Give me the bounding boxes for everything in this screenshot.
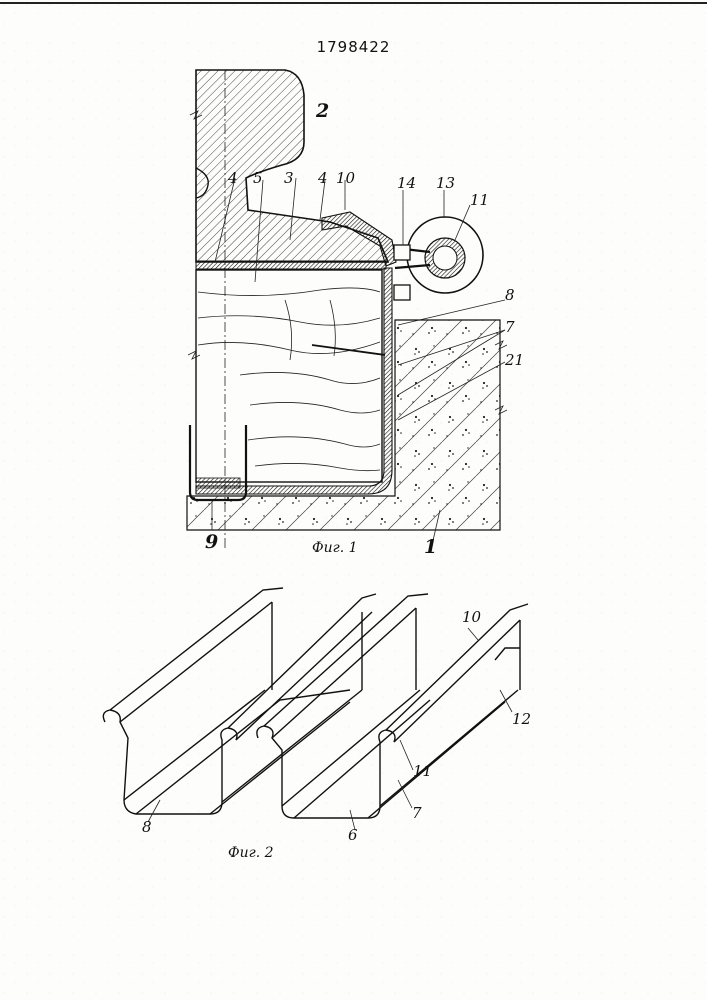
fig2-label-12: 12 xyxy=(512,710,531,728)
label-11: 11 xyxy=(470,191,489,209)
insert-lower xyxy=(394,285,410,300)
label-4-left: 4 xyxy=(227,169,238,187)
label-8: 8 xyxy=(505,286,515,304)
label-7: 7 xyxy=(505,318,515,336)
fig2-label-8: 8 xyxy=(142,818,152,836)
label-5: 5 xyxy=(253,169,263,187)
label-14: 14 xyxy=(397,174,416,192)
tube-core xyxy=(433,246,457,270)
figure-1-caption: Фиг. 1 xyxy=(312,540,358,556)
fig2-label-7: 7 xyxy=(412,804,422,822)
label-4-right: 4 xyxy=(317,169,328,187)
fig2-label-10: 10 xyxy=(462,608,482,626)
label-2: 2 xyxy=(315,100,329,122)
label-1: 1 xyxy=(424,536,437,558)
insert-upper xyxy=(394,245,410,260)
fig2-label-11: 11 xyxy=(413,762,432,780)
wood-sleeper xyxy=(196,270,382,482)
rail-pad xyxy=(196,261,386,269)
figure-2-caption: Фиг. 2 xyxy=(228,845,274,861)
label-21: 21 xyxy=(504,351,524,369)
bracket-fill xyxy=(196,478,240,488)
label-3: 3 xyxy=(284,169,294,187)
fig2-label-6: 6 xyxy=(348,826,358,844)
label-10: 10 xyxy=(336,169,356,187)
label-9: 9 xyxy=(205,531,218,553)
label-13: 13 xyxy=(436,174,455,192)
